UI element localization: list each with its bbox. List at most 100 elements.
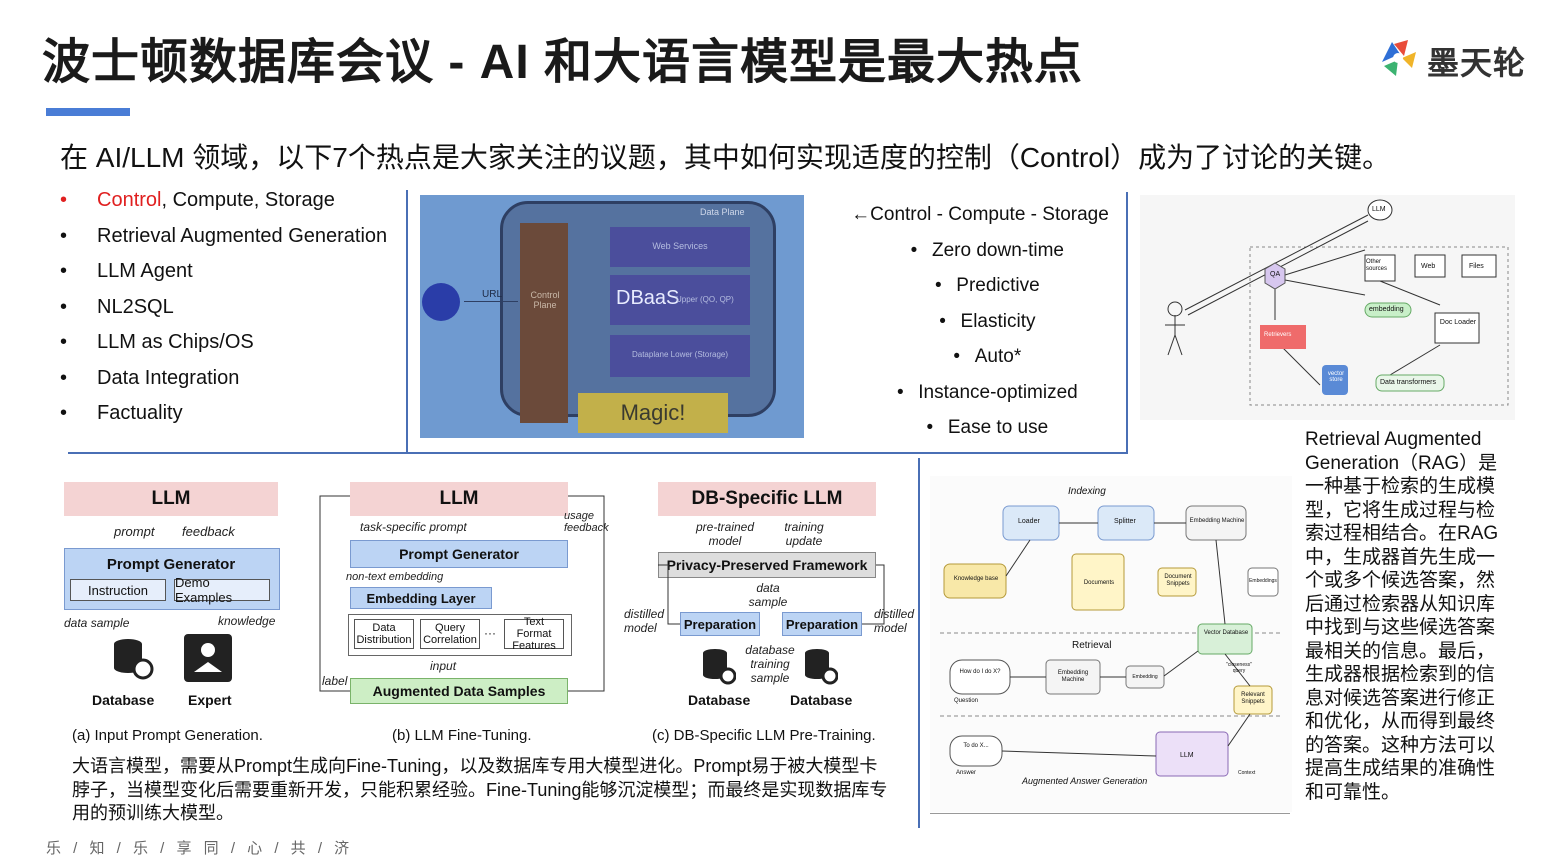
documents-label: Documents [1083, 580, 1115, 586]
prompt-generator-label: Prompt Generator [106, 556, 236, 573]
panel-c-caption: (c) DB-Specific LLM Pre-Training. [652, 727, 876, 744]
input-label: input [430, 659, 457, 673]
database-training-sample-label: database training sample [745, 643, 795, 685]
list-item-text: NL2SQL [97, 295, 174, 318]
dataplane-lower-label: Dataplane Lower (Storage) [631, 350, 729, 359]
panel-c-arrows [658, 564, 885, 625]
list-item-text: Instance-optimized [918, 381, 1078, 403]
splitter-label: Splitter [1114, 518, 1136, 525]
bullet-dot: • [926, 417, 934, 438]
ccs-list: ←Control - Compute - Storage •Zero down-… [830, 197, 1130, 446]
pretrained-label: pre-trained model [695, 520, 755, 548]
non-text-embedding-label: non-text embedding [346, 571, 444, 583]
data-distribution-box: Data Distribution [354, 619, 414, 649]
database-label-right: Database [790, 692, 853, 708]
bullet-dot: • [939, 310, 946, 332]
loader-label: Loader [1018, 518, 1040, 525]
list-item: • LLM Agent [60, 254, 387, 290]
llm-label: LLM [1180, 752, 1194, 759]
bullet-dot: • [60, 224, 68, 247]
panel-b-caption: (b) LLM Fine-Tuning. [392, 727, 532, 744]
divider [1126, 192, 1128, 452]
list-item: • Elasticity [830, 304, 1130, 340]
panel-llm-fine-tuning: LLM task-specific prompt usage feedback … [316, 476, 609, 726]
llm-box: LLM [350, 482, 568, 516]
bullet-dot: • [60, 366, 68, 389]
list-item: • Ease to use [830, 410, 1130, 446]
highlight-text: Control [97, 189, 162, 211]
vector-database-label: Vector Database [1203, 630, 1249, 636]
ellipsis-label: ··· [484, 626, 496, 640]
list-item: •Auto* [830, 339, 1130, 375]
title-underline [46, 108, 130, 116]
bullet-dot: • [60, 402, 68, 424]
url-arrow [464, 301, 518, 302]
rag-architecture-diagram: LLM QA Other sources Web Files embedding… [1140, 195, 1515, 420]
list-item: • LLM as Chips/OS [60, 325, 387, 361]
list-item-text: , Compute, Storage [161, 189, 335, 211]
closeness-query-label: "closeness" query [1226, 662, 1252, 674]
list-item: • Instance-optimized [830, 375, 1130, 411]
bullet-dot: • [896, 381, 904, 403]
prompt-label: prompt [114, 524, 155, 539]
bullet-dot: • [934, 275, 942, 296]
rag-description: Retrieval Augmented Generation（RAG）是一种基于… [1305, 429, 1499, 803]
list-item-text: LLM as Chips/OS [97, 331, 254, 353]
divider [68, 452, 1128, 454]
embeddings-label: Embeddings [1249, 578, 1277, 584]
panel-db-specific-pretraining: DB-Specific LLM pre-trained model traini… [624, 476, 920, 726]
answer-text: To do X... [963, 743, 989, 749]
rag-flow-diagram: Indexing Loader Splitter Embedding Machi… [930, 476, 1292, 812]
list-item: • Control , Compute, Storage [60, 183, 387, 219]
logo-text: 墨天轮 [1427, 45, 1527, 81]
feedback-label: feedback [182, 524, 235, 539]
query-correlation-box: Query Correlation [420, 619, 480, 649]
rag-flow-lines [940, 505, 1282, 777]
subtitle: 在 AI/LLM 领域，以下7个热点是大家关注的议题，其中如何实现适度的控制（C… [60, 142, 1391, 173]
list-item-text: Elasticity [960, 310, 1036, 332]
divider [918, 458, 920, 828]
database-icon [802, 646, 839, 686]
panel-input-prompt-generation: LLM prompt feedback Prompt Generator Ins… [62, 476, 282, 726]
page-title: 波士顿数据库会议 - AI 和大语言模型是最大热点 [42, 36, 1083, 89]
web-services-label: Web Services [652, 241, 708, 251]
preparation-box-left: Preparation [680, 612, 760, 636]
list-item-text: LLM Agent [97, 260, 193, 282]
feature-group [348, 614, 572, 656]
vector-store-label: vector store [1327, 371, 1345, 383]
list-item-text: Retrieval Augmented Generation [97, 224, 388, 247]
preparation-box-right: Preparation [782, 612, 862, 636]
embedding-label: embedding [1369, 306, 1404, 313]
panel-a-caption: (a) Input Prompt Generation. [72, 727, 263, 744]
knowledge-base-label: Knowledge base [953, 576, 999, 582]
control-plane-bar [520, 223, 568, 423]
instruction-box: Instruction [70, 579, 166, 601]
bullet-dot: • [60, 331, 68, 353]
document-snippets-label: Document Snippets [1164, 574, 1192, 587]
retrievers-label: Retrievers [1264, 332, 1292, 338]
privacy-framework-box: Privacy-Preserved Framework [658, 552, 876, 578]
bullet-dot: • [910, 239, 918, 261]
list-item: • Retrieval Augmented Generation [60, 219, 387, 255]
dataplane-lower-box [610, 335, 750, 377]
web-services-box [610, 227, 750, 267]
list-item-text: Factuality [97, 402, 183, 424]
augmented-samples-box: Augmented Data Samples [350, 678, 568, 704]
database-label-left: Database [688, 692, 751, 708]
data-sample-label: data sample [64, 616, 130, 630]
list-item: • Factuality [60, 396, 387, 432]
expert-icon [184, 634, 232, 682]
database-icon [110, 636, 154, 680]
task-prompt-label: task-specific prompt [360, 520, 467, 534]
list-item: •Data Integration [60, 361, 387, 397]
list-item: •Zero down-time [830, 233, 1130, 269]
question-label: Question [954, 698, 979, 704]
divider [406, 190, 408, 452]
list-item-text: Ease to use [947, 417, 1049, 438]
list-item: •NL2SQL [60, 290, 387, 326]
bullet-dot: • [60, 260, 68, 282]
embedding-label: Embedding [1132, 674, 1158, 680]
url-label: URL [482, 289, 503, 300]
list-item-text: Auto* [974, 346, 1022, 367]
ccs-heading: ←Control - Compute - Storage [851, 204, 1109, 225]
